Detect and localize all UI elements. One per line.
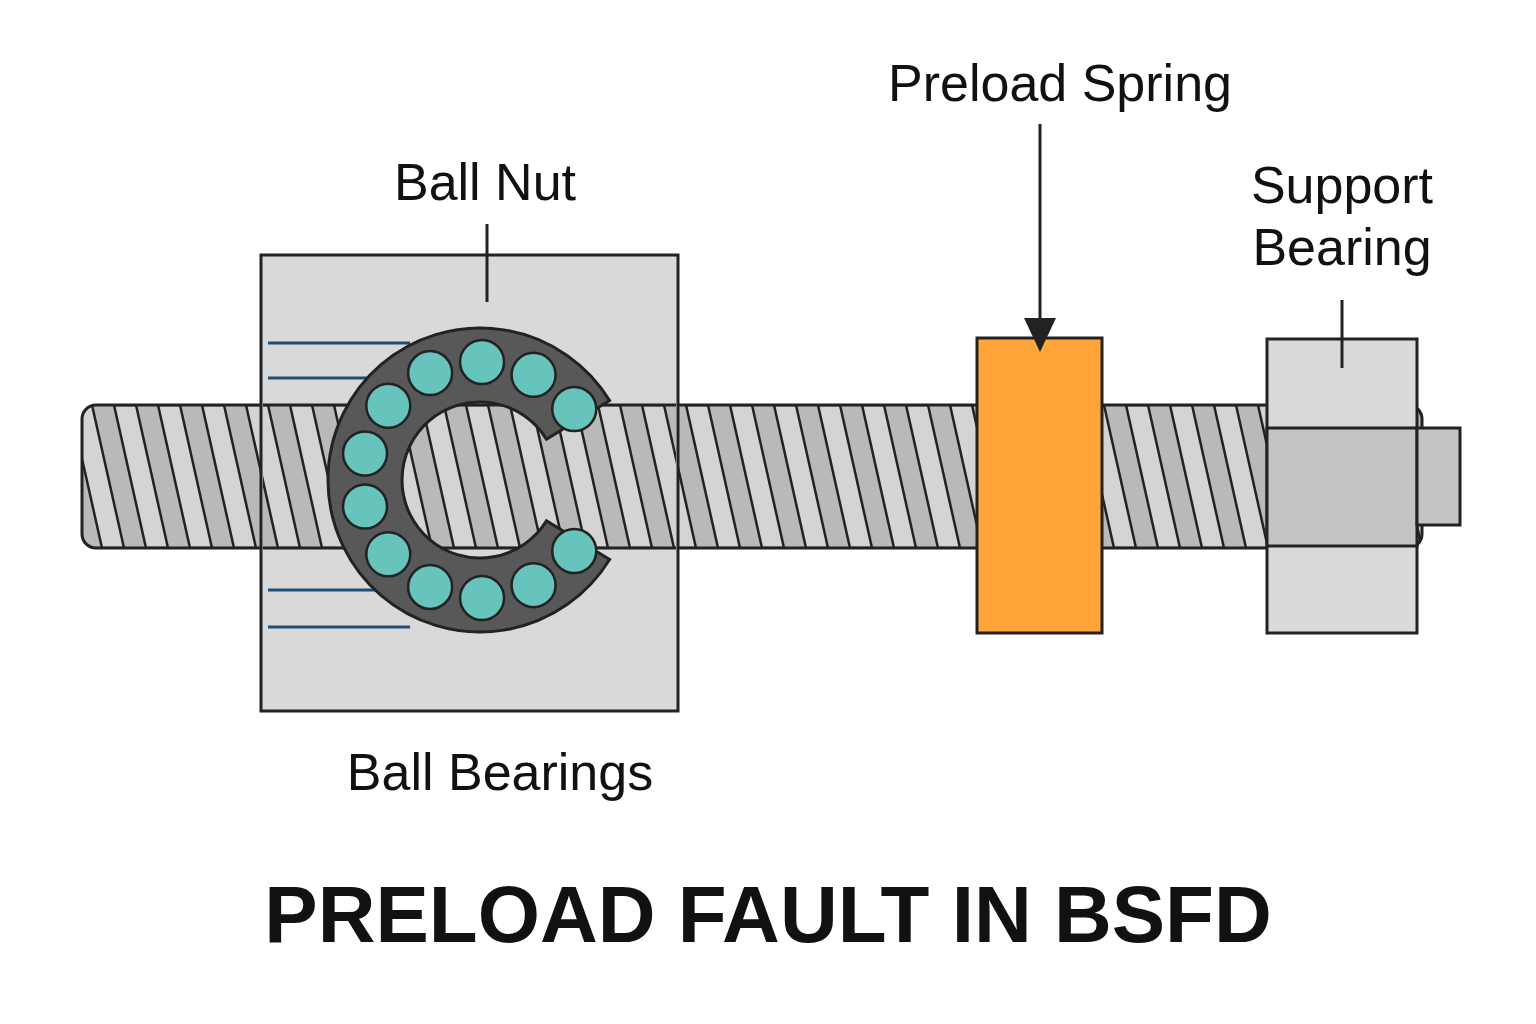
ball-bearing bbox=[343, 485, 387, 529]
leader-line bbox=[486, 224, 489, 302]
screw-thread bbox=[730, 405, 784, 548]
screw-thread bbox=[1126, 405, 1180, 548]
screw-thread bbox=[818, 405, 872, 548]
shaft-core bbox=[82, 405, 1422, 548]
screw-thread bbox=[422, 405, 476, 548]
part-label: Preload Spring bbox=[800, 52, 1320, 114]
nut-groove-line bbox=[268, 626, 410, 629]
diagram-title: PRELOAD FAULT IN BSFD bbox=[264, 869, 1271, 961]
ball-bearing bbox=[460, 576, 504, 620]
screw-thread bbox=[906, 405, 960, 548]
screw-shaft bbox=[82, 405, 1422, 548]
ball-race-ring bbox=[328, 328, 610, 632]
ball-bearing bbox=[366, 384, 410, 428]
screw-thread bbox=[158, 405, 212, 548]
ball-bearing bbox=[343, 431, 387, 475]
ball-bearing bbox=[552, 529, 596, 573]
screw-thread bbox=[774, 405, 828, 548]
part-label: Ball Bearings bbox=[290, 741, 710, 803]
pointer-arrow bbox=[1039, 124, 1042, 322]
ball-bearing bbox=[460, 340, 504, 384]
shaft-end-stub bbox=[1417, 428, 1460, 525]
part-label: Ball Nut bbox=[315, 151, 655, 213]
screw-thread bbox=[862, 405, 916, 548]
screw-thread bbox=[642, 405, 676, 548]
ball-bearing bbox=[408, 351, 452, 395]
preload-spring bbox=[977, 338, 1102, 633]
ball-bearing bbox=[366, 532, 410, 576]
arrowhead bbox=[1024, 318, 1056, 352]
shaft-outline bbox=[82, 405, 1422, 548]
screw-thread bbox=[1170, 405, 1224, 548]
leader-line bbox=[1341, 300, 1344, 368]
part-label: Support Bearing bbox=[1212, 154, 1472, 279]
bearing-shaft bbox=[1267, 428, 1417, 546]
ball-bearing bbox=[512, 563, 556, 607]
ball-bearing bbox=[408, 565, 452, 609]
support-bearing bbox=[1267, 339, 1417, 633]
screw-thread bbox=[1214, 405, 1268, 548]
screw-thread bbox=[114, 405, 168, 548]
screw-thread bbox=[686, 405, 740, 548]
screw-thread bbox=[466, 405, 520, 548]
shaft-core bbox=[263, 405, 676, 548]
shaft-edge bbox=[263, 547, 676, 550]
nut-groove-line bbox=[268, 342, 410, 345]
screw-thread bbox=[202, 405, 256, 548]
ball-bearing bbox=[512, 353, 556, 397]
screw-thread bbox=[598, 405, 652, 548]
shaft-through-nut bbox=[263, 405, 676, 548]
ball-bearing bbox=[552, 387, 596, 431]
